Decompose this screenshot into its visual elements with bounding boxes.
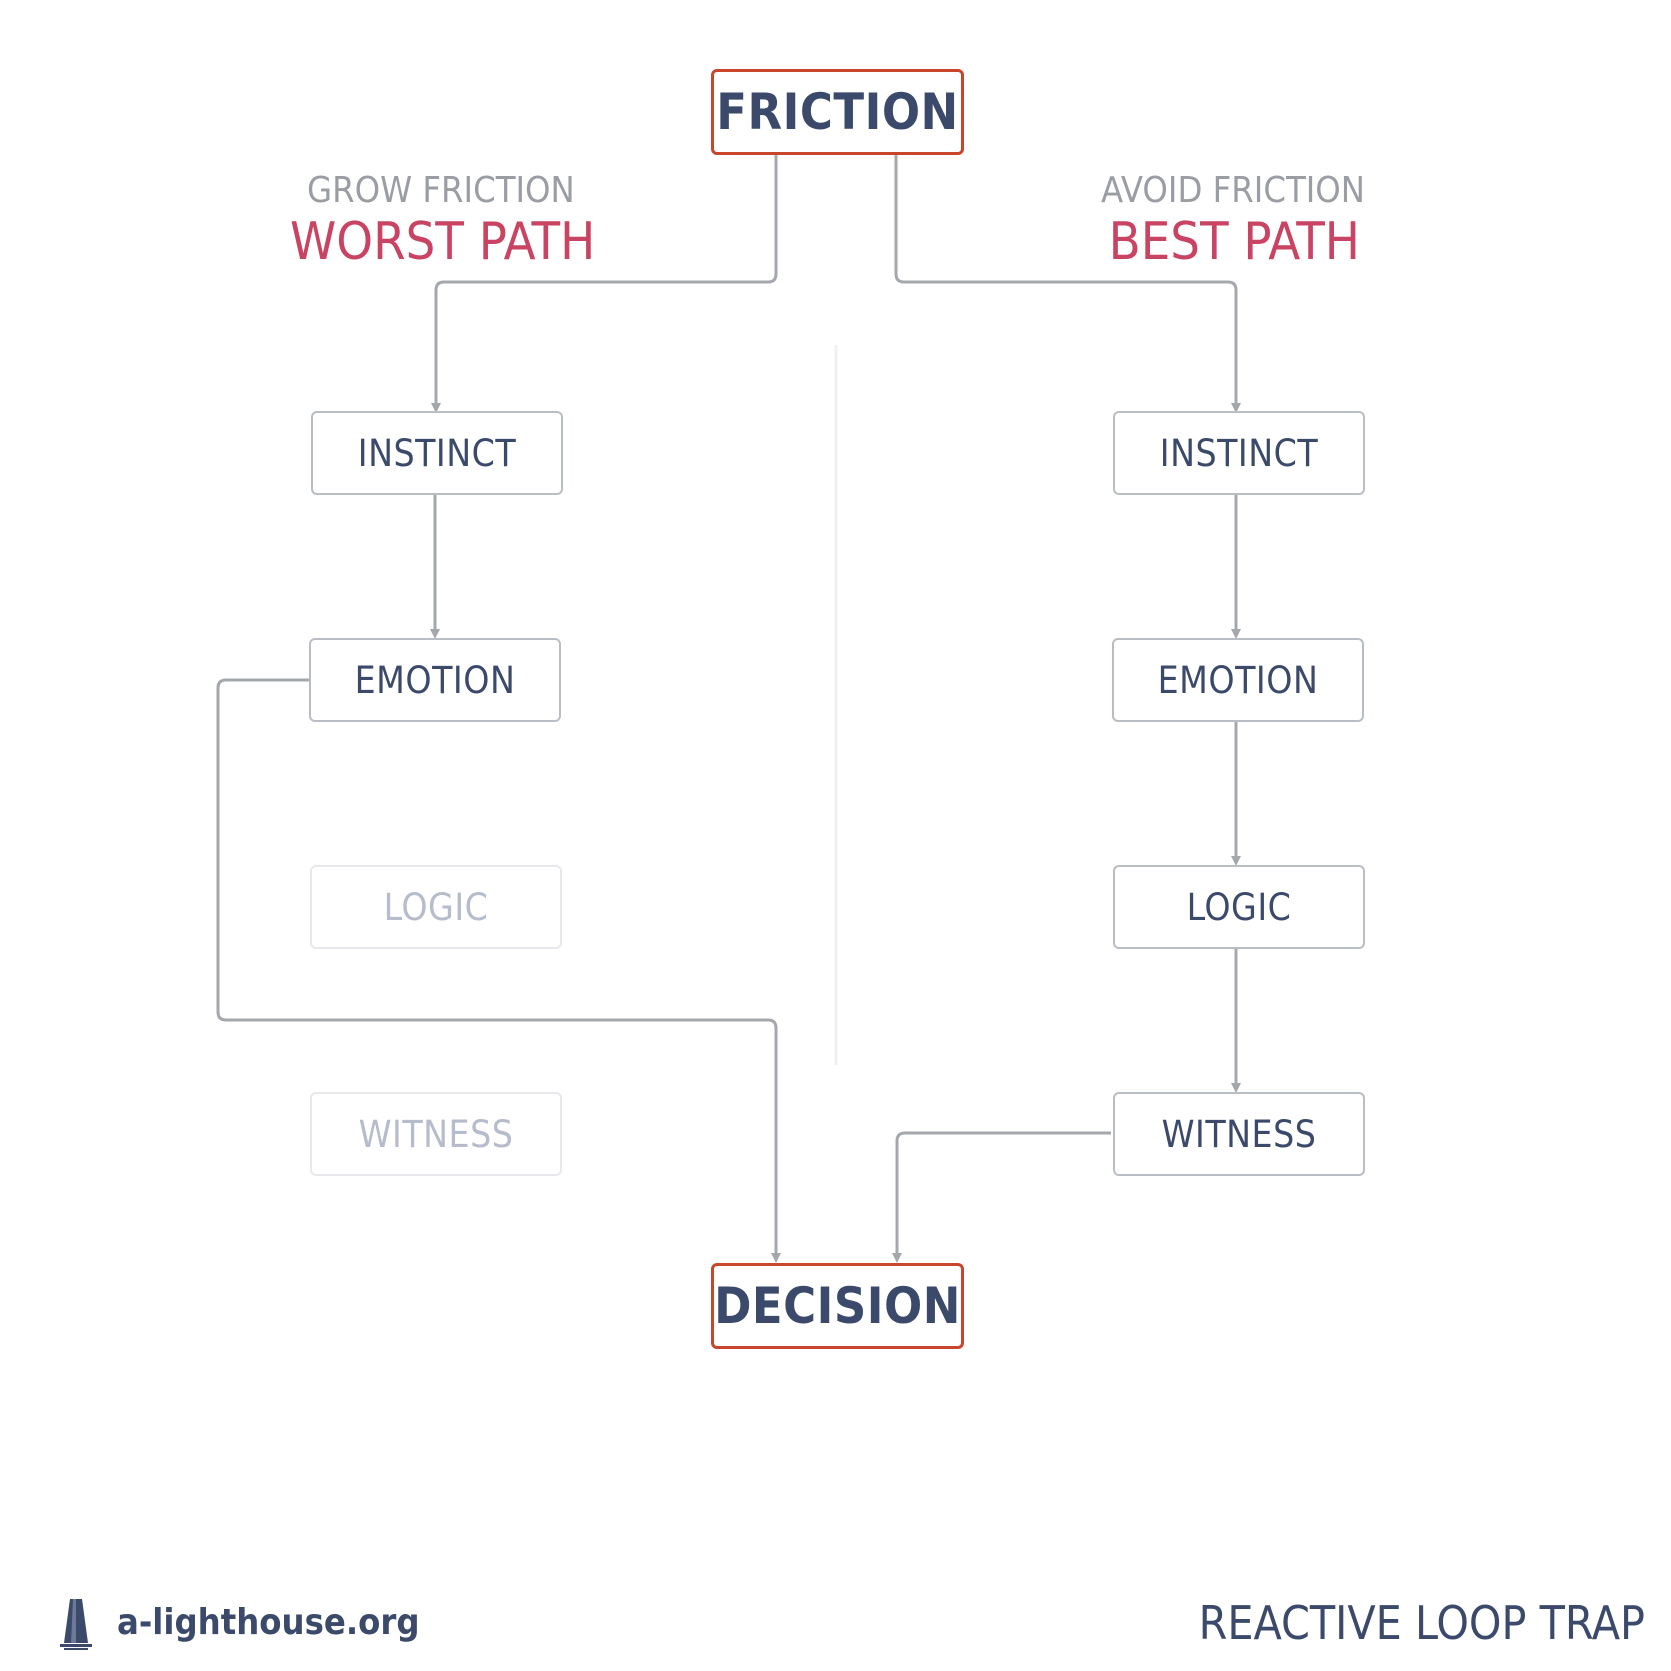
footer-site-link[interactable]: a-lighthouse.org <box>117 1602 420 1643</box>
lighthouse-logo-icon <box>60 1599 92 1650</box>
friction-node: FRICTION <box>711 69 964 155</box>
right-witness-node: WITNESS <box>1113 1092 1365 1176</box>
right-logic-node: LOGIC <box>1113 865 1365 949</box>
footer-diagram-title: REACTIVE LOOP TRAP <box>1198 1596 1645 1650</box>
left-instinct-node: INSTINCT <box>311 411 563 495</box>
right-emotion-node: EMOTION <box>1112 638 1364 722</box>
connector-right-witness-to-decision <box>892 1131 1111 1263</box>
left-path-title: WORST PATH <box>290 212 596 272</box>
right-path-title: BEST PATH <box>1108 212 1360 272</box>
left-emotion-node: EMOTION <box>309 638 561 722</box>
connector-friction-to-left-instinct <box>431 155 778 413</box>
left-witness-node: WITNESS <box>310 1092 562 1176</box>
connector-friction-to-right-instinct <box>894 155 1241 413</box>
left-path-subtitle: GROW FRICTION <box>307 170 575 211</box>
right-path-subtitle: AVOID FRICTION <box>1101 170 1365 211</box>
right-instinct-node: INSTINCT <box>1113 411 1365 495</box>
connector-left-emotion-to-decision <box>216 678 781 1263</box>
decision-node: DECISION <box>711 1263 964 1349</box>
left-logic-node: LOGIC <box>310 865 562 949</box>
